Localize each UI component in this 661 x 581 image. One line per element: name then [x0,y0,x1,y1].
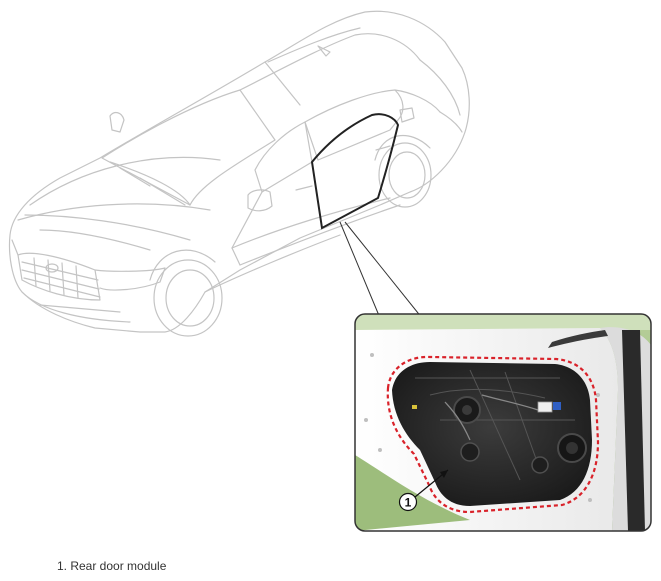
inset-frame [354,313,652,532]
callout-circle-1 [398,492,418,512]
leader-line [344,221,423,319]
callout-arrowhead-1 [440,470,448,478]
rear-door-highlight-outline [310,113,400,230]
car-line-drawing [8,10,470,337]
leader-line [339,221,381,319]
inset-photo [355,314,651,531]
callout-number-1: 1 [405,496,412,510]
door-module-outline [386,355,600,514]
legend-item-1: 1. Rear door module [57,559,167,573]
